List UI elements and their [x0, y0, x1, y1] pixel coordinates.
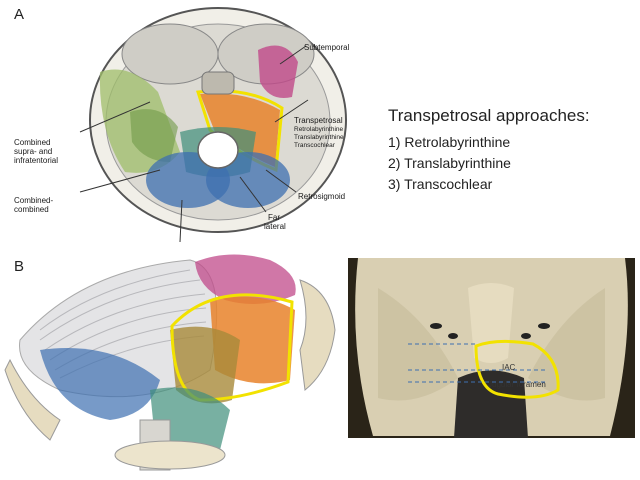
approaches-title: Transpetrosal approaches: [388, 106, 590, 125]
pointer-subtemporal [279, 45, 307, 65]
panel-a-letter: A [14, 6, 25, 23]
approach-item-3: 3) Transcochlear [388, 176, 493, 192]
pointer-bottom [179, 199, 183, 242]
panel-b-letter: B [14, 258, 25, 275]
label-subtemporal: Subtemporal [304, 43, 350, 52]
label-lateral: lateral [264, 222, 286, 231]
pointer-far-lateral [239, 176, 267, 213]
label-combined-combined-2: combined [14, 205, 49, 214]
photo-foramen-magnum [454, 370, 528, 438]
vertebra [114, 440, 226, 470]
label-far: Far [268, 213, 280, 222]
label-transcochlear: Transcochlear [294, 142, 335, 149]
photo-label-iac: IAC [502, 363, 516, 372]
label-retrosigmoid: Retrosigmoid [298, 192, 346, 201]
photo-clivus [468, 283, 514, 363]
photo-yellow-outline [474, 339, 560, 399]
label-combined: Combined [14, 138, 51, 147]
photo-hole-2 [448, 333, 458, 339]
transpetrosal-outline-yellow-b [170, 293, 294, 402]
lateral-illustration [4, 254, 336, 471]
pointer-combined [79, 101, 151, 133]
pointer-retrosigmoid [265, 169, 297, 193]
label-translabyrinthine: Translabyrinthine [294, 134, 344, 141]
label-transpetrosal: Transpetrosal [294, 116, 343, 125]
approach-item-1: 1) Retrolabyrinthine [388, 134, 511, 150]
occipital-bone [4, 358, 61, 441]
label-retrolabyrinthine: Retrolabyrinthine [294, 126, 344, 133]
photo-shade-right [528, 288, 605, 401]
photo-label-jugular: Jugular foramen [488, 380, 546, 389]
pointer-transpetrosal [274, 99, 309, 123]
label-infratentorial: infratentorial [14, 156, 59, 165]
label-combined-combined-1: Combined- [14, 196, 54, 205]
skull-base-illustration [79, 7, 347, 242]
approach-item-2: 2) Translabyrinthine [388, 155, 511, 171]
sella [201, 71, 235, 95]
photo-hole-3 [521, 333, 531, 339]
pointer-combined-combined [79, 169, 161, 193]
photo-hole-1 [430, 323, 442, 329]
retrosigmoid-region-blue-b [40, 348, 160, 420]
green-shade-2 [130, 109, 178, 162]
foramen-magnum [197, 131, 239, 169]
temporal-bone [299, 279, 336, 391]
subtemporal-region-magenta-b [195, 254, 296, 304]
brainstem-region-olive [170, 326, 240, 404]
photo-hole-4 [538, 323, 550, 329]
skull-base-photo [348, 258, 635, 438]
label-supra-and: supra- and [14, 147, 53, 156]
